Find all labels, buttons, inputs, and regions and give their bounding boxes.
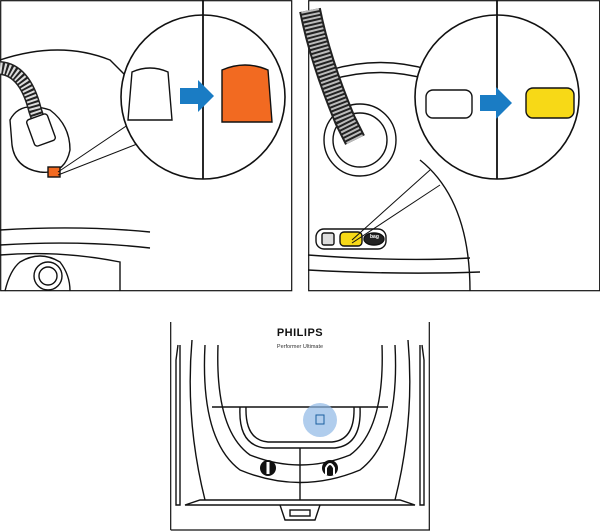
orange-indicator bbox=[221, 64, 273, 123]
panel-orange-indicator bbox=[0, 0, 293, 292]
arrow-right-icon bbox=[180, 80, 214, 112]
floppy-icon bbox=[321, 232, 335, 246]
white-indicator bbox=[127, 67, 173, 121]
arrow-right-icon bbox=[480, 87, 512, 119]
white-indicator bbox=[425, 89, 473, 119]
suction-button-icon bbox=[322, 460, 338, 476]
panel-yellow-indicator bbox=[299, 0, 600, 292]
brand-logo: PHILIPS bbox=[276, 327, 324, 339]
bag-icon bbox=[315, 414, 325, 425]
s-bag-icon bbox=[363, 232, 385, 246]
yellow-indicator bbox=[525, 87, 575, 119]
panel-device-top bbox=[170, 322, 430, 531]
model-name: Performer Ultimate bbox=[276, 344, 324, 350]
bag-full-indicator-highlight bbox=[303, 403, 337, 437]
bag-icon-label: bag bbox=[370, 234, 379, 240]
orange-indicator-small bbox=[47, 166, 61, 178]
